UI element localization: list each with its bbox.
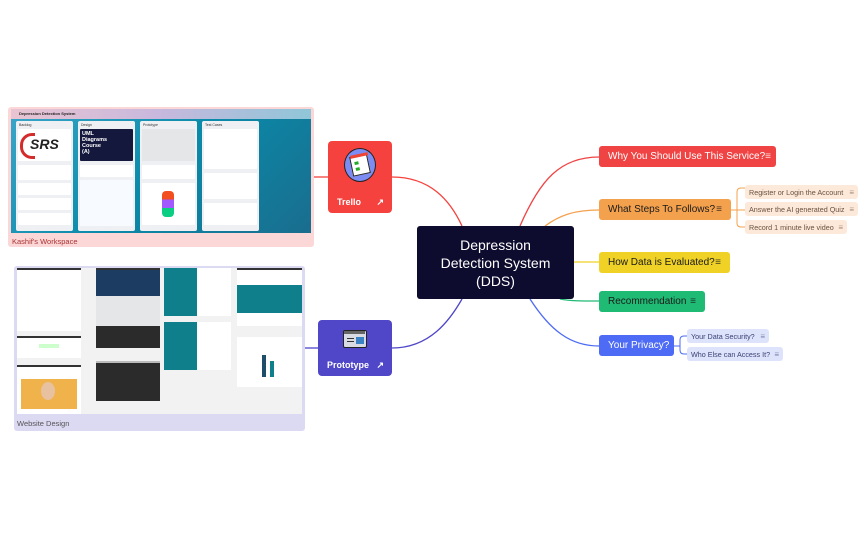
trello-label: Trello [337,197,362,207]
prototype-label: Prototype [327,360,370,370]
browser-window-icon [343,330,367,348]
subtopic-data-security[interactable]: Your Data Security? ≡ [687,329,769,343]
website-design-caption: Website Design [17,419,70,428]
board-title: Depression Detection System [19,111,76,116]
website-design-preview [17,268,302,414]
topic-data-evaluation[interactable]: How Data is Evaluated?≡ [599,252,730,273]
column-title: Test Cases [205,123,223,127]
external-link-icon[interactable]: ↗ [376,197,384,207]
notes-icon[interactable]: ≡ [849,187,854,197]
notes-icon[interactable]: ≡ [765,151,771,162]
website-design-embed-frame[interactable]: Website Design [14,266,305,431]
subtopic-label: Record 1 minute live video [749,222,834,232]
uml-card-text: UML Diagrams Course [82,131,108,149]
notes-icon[interactable]: ≡ [716,204,722,215]
column-title: Design [81,123,92,127]
column-title: Prototype [143,123,158,127]
srs-logo-text: SRS [30,136,59,152]
subtopic-who-access[interactable]: Who Else can Access It?≡ [687,347,783,361]
trello-board-preview: Depression Detection System Backlog SRS … [11,109,311,233]
topic-label: How Data is Evaluated? [608,257,715,268]
notes-icon[interactable]: ≡ [760,331,765,341]
topic-label: Recommendation [608,296,687,307]
checklist-clipboard-icon [344,148,376,182]
trello-embed-caption: Kashif's Workspace [12,237,78,246]
subtopic-answer-quiz[interactable]: Answer the AI generated Quiz ≡ [745,202,858,216]
topic-why-use-service[interactable]: Why You Should Use This Service?≡ [599,146,776,167]
topic-label: Why You Should Use This Service? [608,151,766,162]
notes-icon[interactable]: ≡ [774,349,779,359]
subtopic-label: Who Else can Access It? [691,349,771,359]
topic-steps[interactable]: What Steps To Follows?≡ [599,199,731,220]
subtopic-label: Answer the AI generated Quiz [749,204,845,214]
uml-card-tag: (A) [82,149,90,155]
topic-label: What Steps To Follows? [608,204,716,215]
topic-label: Your Privacy? [608,340,670,351]
external-link-icon[interactable]: ↗ [376,360,384,370]
subtopic-label: Register or Login the Account [749,187,844,197]
subtopic-register[interactable]: Register or Login the Account ≡ [745,185,858,199]
notes-icon[interactable]: ≡ [838,222,843,232]
topic-privacy[interactable]: Your Privacy? [599,335,674,356]
column-title: Backlog [19,123,32,127]
subtopic-record-video[interactable]: Record 1 minute live video ≡ [745,220,847,234]
notes-icon[interactable]: ≡ [690,296,696,307]
center-line: (DDS) [476,272,515,289]
center-line: Detection System [440,254,551,271]
prototype-node[interactable]: Prototype ↗ [318,320,392,376]
topic-recommendation[interactable]: Recommendation≡ [599,291,705,312]
trello-embed-frame[interactable]: Depression Detection System Backlog SRS … [8,107,314,247]
center-line: Depression [460,236,531,253]
subtopic-label: Your Data Security? [691,331,755,341]
notes-icon[interactable]: ≡ [715,257,721,268]
trello-node[interactable]: Trello ↗ [328,141,392,213]
notes-icon[interactable]: ≡ [849,204,854,214]
